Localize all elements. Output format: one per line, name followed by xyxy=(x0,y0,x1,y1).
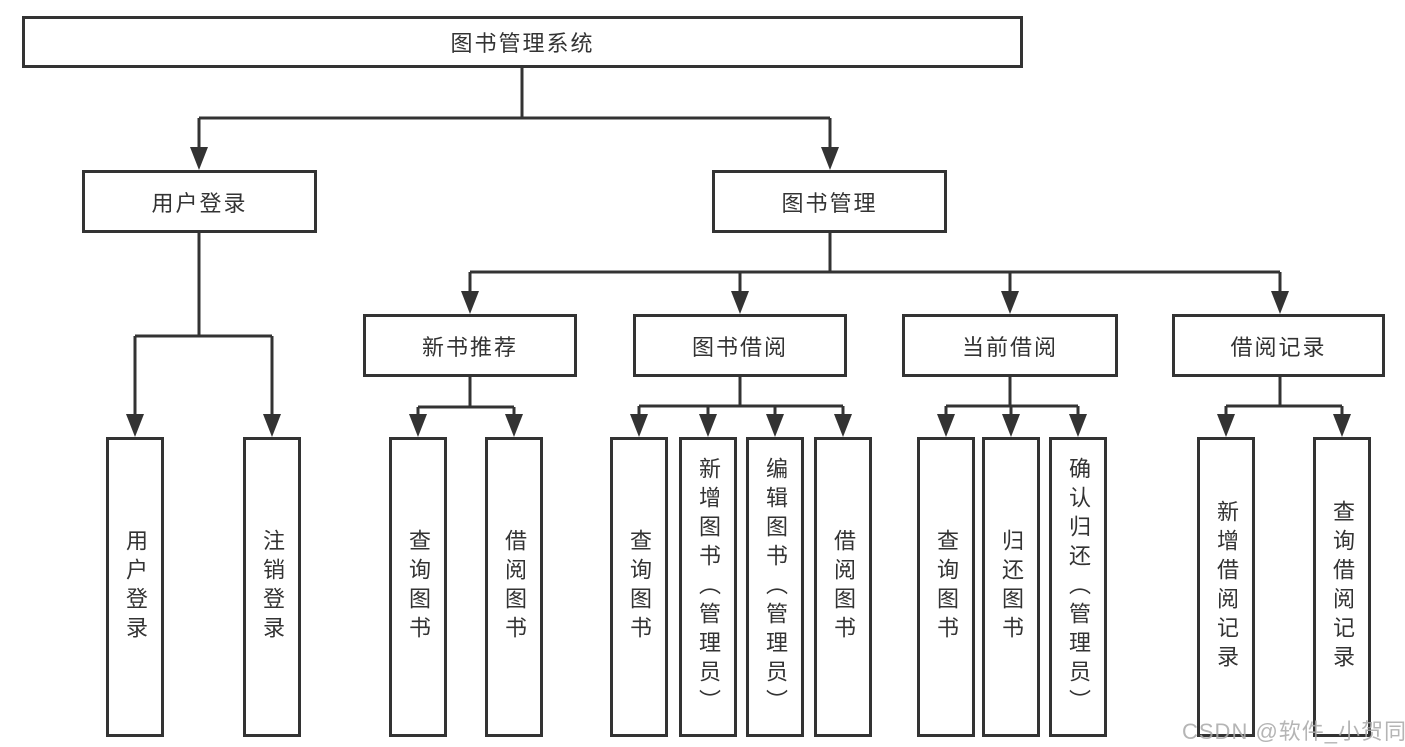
node-current-borrow: 当前借阅 xyxy=(902,314,1118,377)
leaf-query-borrow-record: 查询借阅记录 xyxy=(1313,437,1371,737)
leaf-query-books-borrow: 查询图书 xyxy=(610,437,668,737)
leaf-user-login: 用户登录 xyxy=(106,437,164,737)
node-book-management: 图书管理 xyxy=(712,170,947,233)
leaf-logout: 注销登录 xyxy=(243,437,301,737)
leaf-add-borrow-record: 新增借阅记录 xyxy=(1197,437,1255,737)
node-book-borrow: 图书借阅 xyxy=(633,314,847,377)
leaf-edit-books-admin: 编辑图书（管理员） xyxy=(746,437,804,737)
csdn-watermark: CSDN @软件_小贺同学 xyxy=(1182,719,1405,744)
leaf-return-books: 归还图书 xyxy=(982,437,1040,737)
leaf-borrow-books-recommend: 借阅图书 xyxy=(485,437,543,737)
leaf-query-books-current: 查询图书 xyxy=(917,437,975,737)
node-new-book-recommend: 新书推荐 xyxy=(363,314,577,377)
node-user-login: 用户登录 xyxy=(82,170,317,233)
leaf-borrow-books: 借阅图书 xyxy=(814,437,872,737)
leaf-query-books-recommend: 查询图书 xyxy=(389,437,447,737)
node-root-library-management-system: 图书管理系统 xyxy=(22,16,1023,68)
leaf-add-books-admin: 新增图书（管理员） xyxy=(679,437,737,737)
leaf-confirm-return-admin: 确认归还（管理员） xyxy=(1049,437,1107,737)
node-borrow-records: 借阅记录 xyxy=(1172,314,1385,377)
